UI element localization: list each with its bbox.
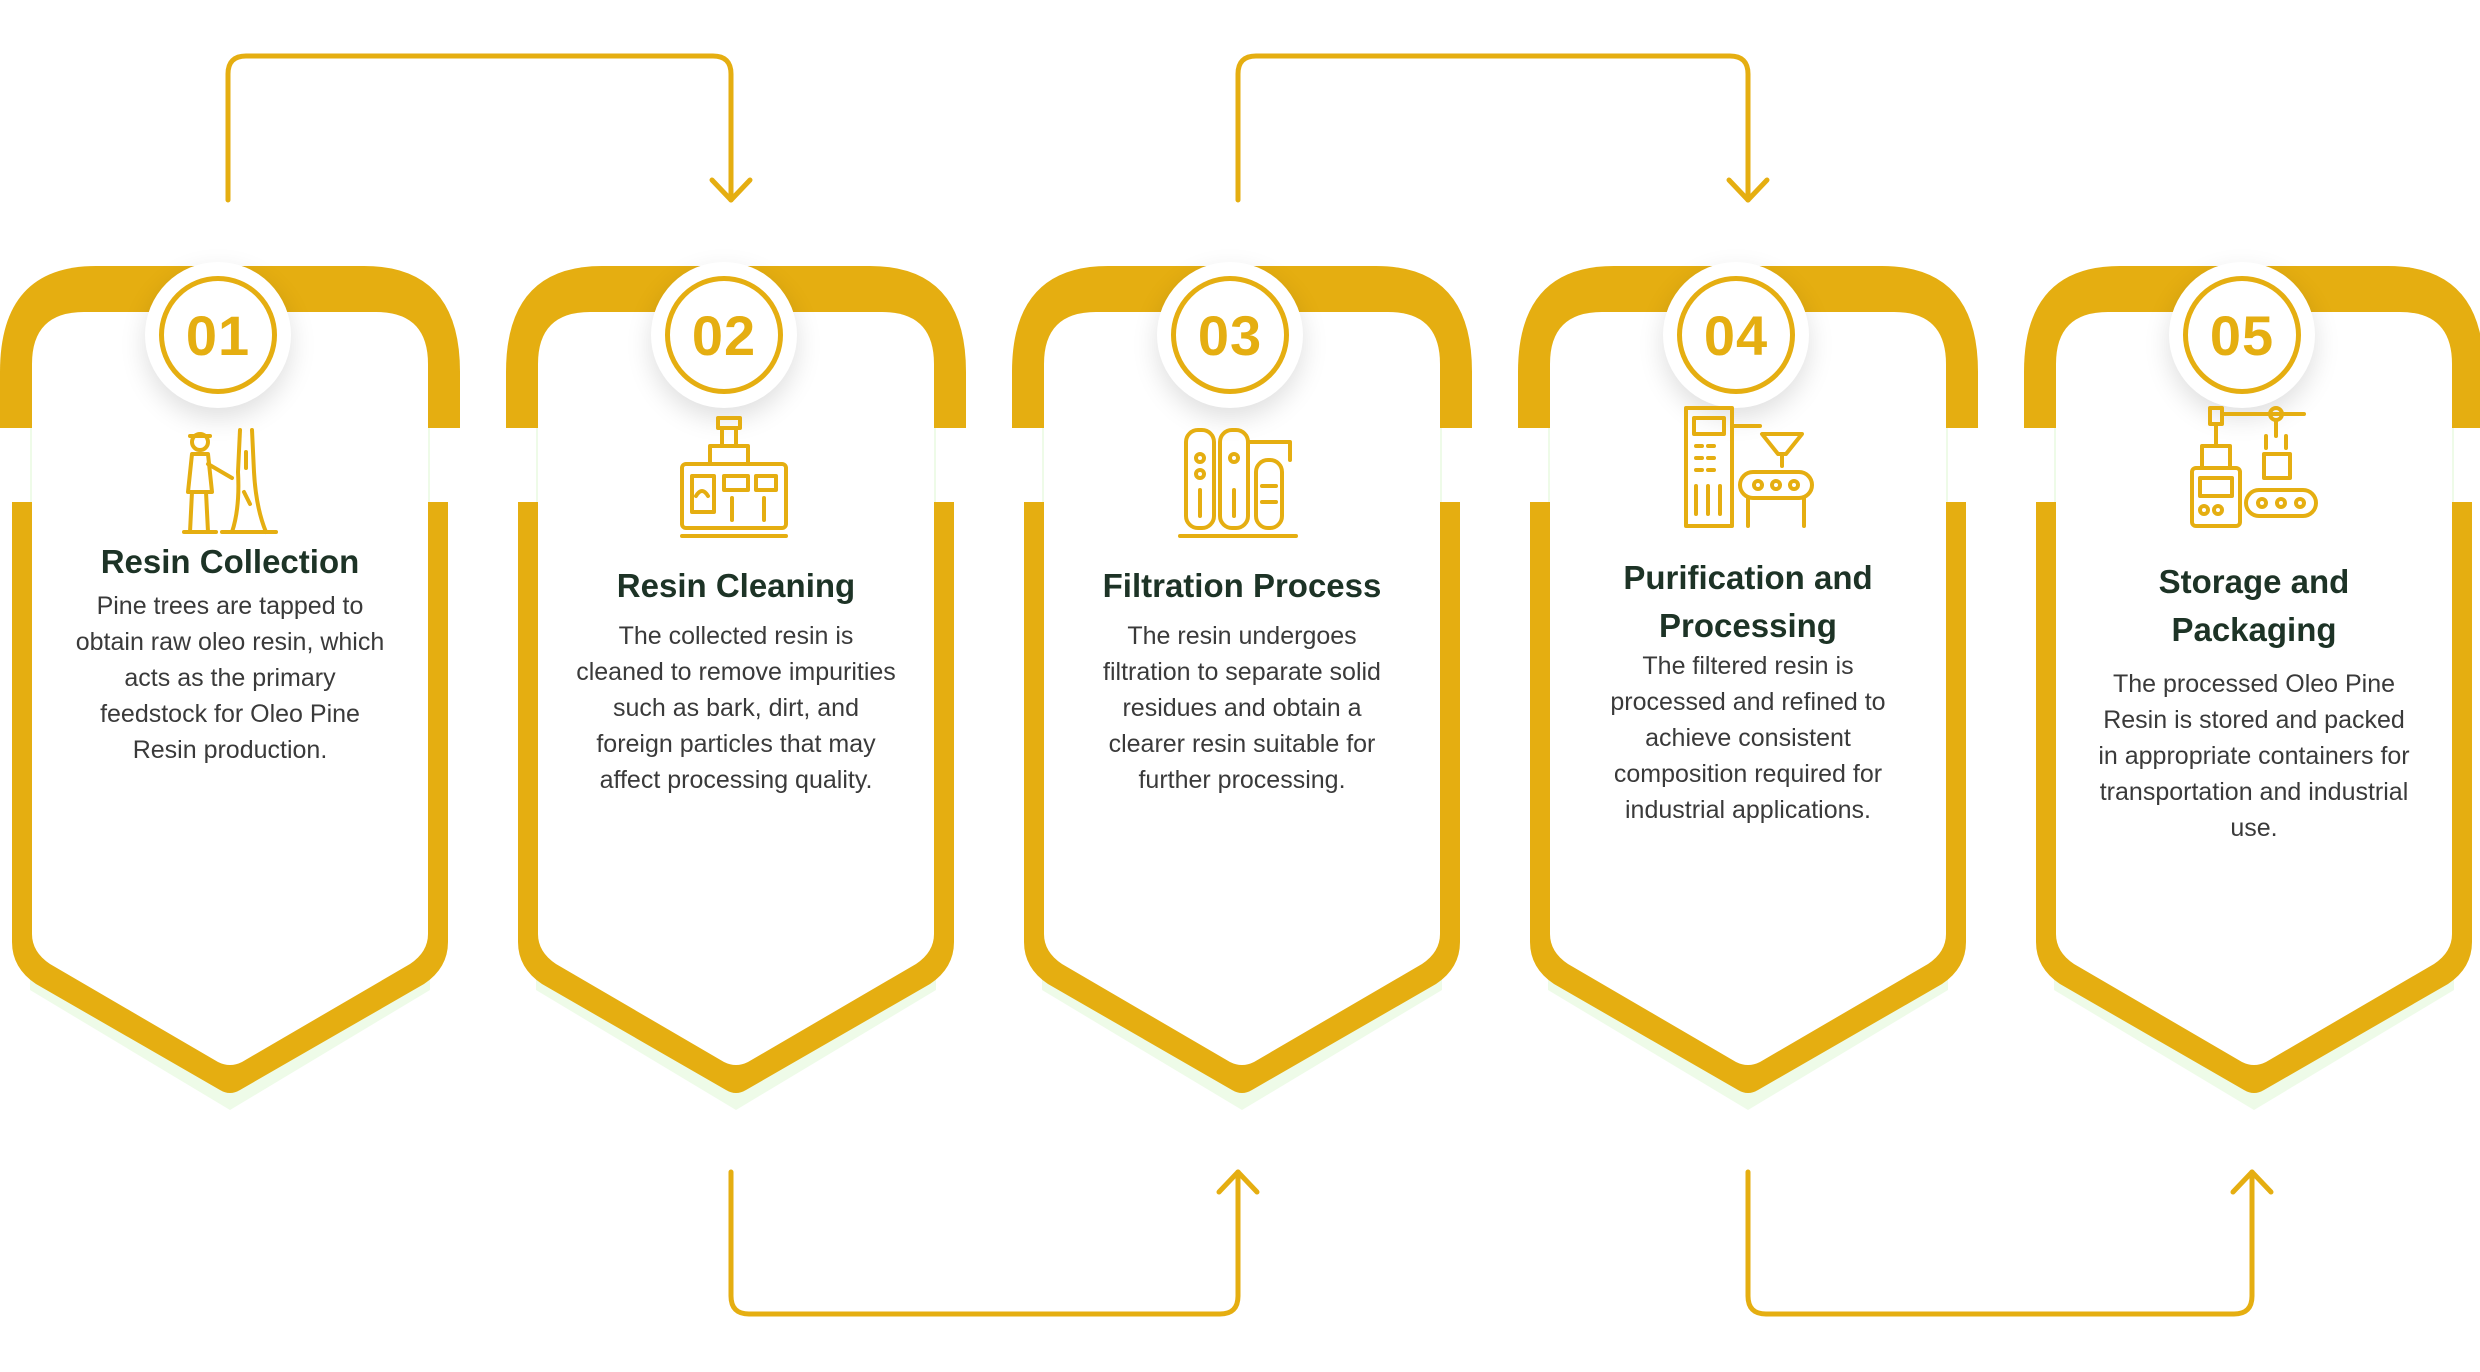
step-title: Resin Collection: [100, 543, 360, 580]
step-card: 05 Storage and Packaging The processed O…: [2024, 262, 2480, 1162]
arrowhead-03: [1216, 1169, 1260, 1195]
cleaning-machine-icon: [666, 412, 802, 548]
step-number-badge: 05: [2169, 262, 2315, 408]
step-description: Pine trees are tapped to obtain raw oleo…: [75, 592, 385, 764]
step-number-badge: 02: [651, 262, 797, 408]
step-card: 03 Filtration Process The resin undergoe…: [1012, 262, 1472, 1162]
step-number: 04: [1677, 276, 1795, 394]
step-number: 03: [1171, 276, 1289, 394]
step-description: The resin undergoes filtration to separa…: [1103, 622, 1381, 794]
step-number-badge: 01: [145, 262, 291, 408]
step-card: 04 Purification and Processing The filte…: [1518, 262, 1978, 1162]
step-description: The filtered resin is processed and refi…: [1610, 652, 1886, 824]
step-description: The processed Oleo Pine Resin is stored …: [2098, 670, 2410, 842]
arrowhead-05: [2230, 1169, 2274, 1195]
connector-01-02: [225, 53, 734, 203]
step-title: Filtration Process: [1102, 567, 1382, 604]
card-frame: [506, 266, 966, 1110]
step-number: 02: [665, 276, 783, 394]
step-card: 01 Resin Collection Pine trees are tappe…: [0, 262, 460, 1162]
step-title: Storage and Packaging: [2158, 563, 2350, 648]
connector-02-03: [728, 1169, 1241, 1317]
step-number: 01: [159, 276, 277, 394]
step-card: 02 Resin Cleaning The collected resin is…: [506, 262, 966, 1162]
processing-machine-icon: [1678, 402, 1814, 538]
step-number-badge: 04: [1663, 262, 1809, 408]
step-number-badge: 03: [1157, 262, 1303, 408]
arrowhead-04: [1726, 177, 1770, 203]
tree-tapping-worker-icon: [160, 412, 296, 548]
packaging-robot-icon: [2184, 402, 2320, 538]
arrowhead-02: [709, 177, 753, 203]
connector-04-05: [1745, 1169, 2255, 1317]
connector-03-04: [1235, 53, 1751, 203]
step-number: 05: [2183, 276, 2301, 394]
card-frame: [0, 266, 460, 1110]
step-title: Purification and Processing: [1623, 559, 1873, 644]
step-title: Resin Cleaning: [616, 567, 856, 604]
step-description: The collected resin is cleaned to remove…: [576, 622, 896, 794]
filtration-tanks-icon: [1172, 412, 1308, 548]
card-frame: [1012, 266, 1472, 1110]
card-frame: [2024, 266, 2480, 1110]
